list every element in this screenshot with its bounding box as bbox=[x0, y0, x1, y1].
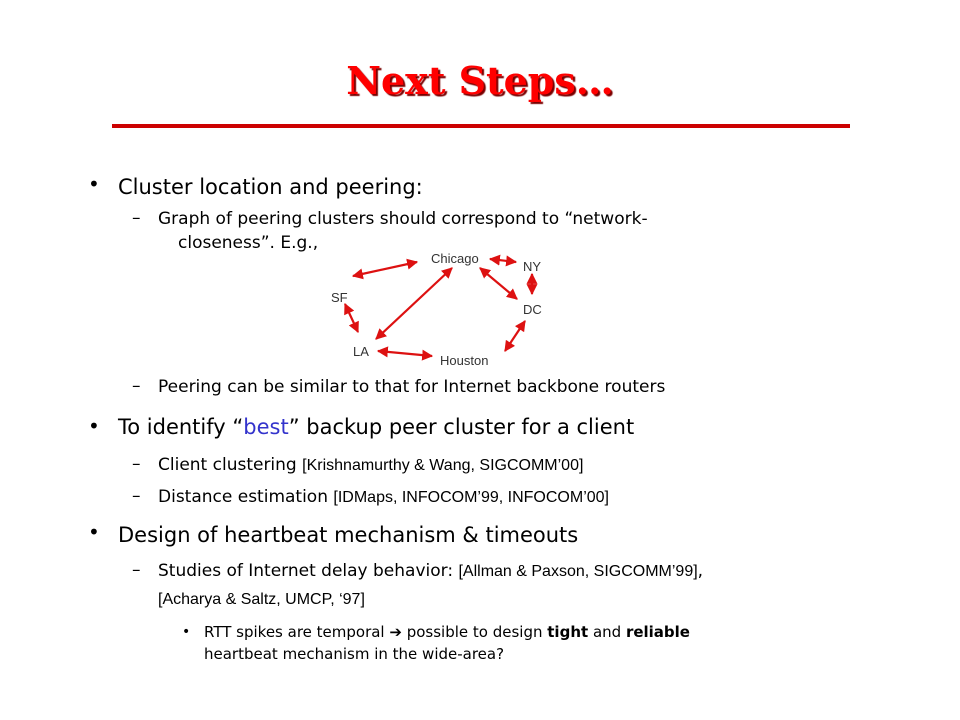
slide-title: Next Steps… bbox=[346, 58, 614, 103]
backup-text-best: best bbox=[243, 415, 289, 439]
edge-chicago-dc bbox=[479, 267, 518, 300]
studies-comma: , bbox=[697, 561, 704, 581]
node-chicago: Chicago bbox=[431, 251, 479, 266]
rtt-text-pre: RTT spikes are temporal bbox=[204, 623, 390, 641]
edge-houston-dc bbox=[504, 320, 526, 352]
subsub-rtt-line2: heartbeat mechanism in the wide-area? bbox=[204, 645, 505, 663]
rtt-text-tight: tight bbox=[547, 623, 589, 641]
subsub-rtt-line1: RTT spikes are temporal ➔ possible to de… bbox=[204, 622, 690, 642]
studies-text: Studies of Internet delay behavior: bbox=[158, 561, 459, 581]
node-houston: Houston bbox=[440, 353, 488, 368]
studies-ref2: [Acharya & Saltz, UMCP, ‘97] bbox=[158, 591, 365, 608]
distance-text: Distance estimation bbox=[158, 487, 334, 507]
sub-studies-line2: [Acharya & Saltz, UMCP, ‘97] bbox=[158, 588, 365, 611]
bullet-cluster-location: Cluster location and peering: bbox=[118, 175, 423, 199]
sub-client-clustering: Client clustering [Krishnamurthy & Wang,… bbox=[158, 454, 583, 477]
sub-graph-line2: closeness”. E.g., bbox=[178, 233, 319, 253]
node-ny: NY bbox=[523, 259, 541, 274]
bullet-dot: • bbox=[88, 520, 100, 544]
edge-la-houston bbox=[376, 346, 434, 361]
bullet-backup-peer: To identify “best” backup peer cluster f… bbox=[118, 414, 634, 440]
peering-diagram: Chicago NY SF DC LA Houston bbox=[331, 251, 542, 368]
backup-text-post: ” backup peer cluster for a client bbox=[288, 415, 635, 439]
bullet-dot: • bbox=[88, 172, 100, 196]
rtt-text-mid: possible to design bbox=[401, 623, 548, 641]
node-la: LA bbox=[353, 344, 369, 359]
right-arrow-icon: ➔ bbox=[389, 623, 402, 641]
title-rule bbox=[112, 124, 850, 128]
sub-dash: – bbox=[132, 486, 141, 506]
bullet-dot: • bbox=[182, 624, 191, 640]
client-ref: [Krishnamurthy & Wang, SIGCOMM’00] bbox=[302, 457, 584, 474]
rtt-text-and: and bbox=[588, 623, 626, 641]
edge-chicago-la bbox=[375, 267, 453, 340]
node-dc: DC bbox=[523, 302, 542, 317]
edge-sf-la bbox=[344, 303, 359, 333]
sub-dash: – bbox=[132, 560, 141, 580]
sub-dash: – bbox=[132, 454, 141, 474]
sub-distance-estimation: Distance estimation [IDMaps, INFOCOM’99,… bbox=[158, 486, 609, 509]
bullet-dot: • bbox=[88, 414, 100, 438]
client-text: Client clustering bbox=[158, 455, 303, 475]
rtt-text-reliable: reliable bbox=[625, 623, 690, 641]
sub-studies-line1: Studies of Internet delay behavior: [All… bbox=[158, 560, 703, 583]
distance-ref: [IDMaps, INFOCOM’99, INFOCOM’00] bbox=[333, 489, 609, 506]
sub-graph-line1: Graph of peering clusters should corresp… bbox=[158, 209, 648, 229]
sub-dash: – bbox=[132, 376, 141, 396]
edge-chicago-ny bbox=[488, 254, 518, 267]
backup-text-pre: To identify “ bbox=[118, 415, 244, 439]
node-sf: SF bbox=[331, 290, 348, 305]
bullet-heartbeat: Design of heartbeat mechanism & timeouts bbox=[118, 523, 579, 547]
edge-sf-chicago bbox=[351, 258, 419, 280]
sub-dash: – bbox=[132, 208, 141, 228]
studies-ref1: [Allman & Paxson, SIGCOMM’99] bbox=[458, 563, 698, 580]
sub-peering: Peering can be similar to that for Inter… bbox=[158, 377, 666, 397]
